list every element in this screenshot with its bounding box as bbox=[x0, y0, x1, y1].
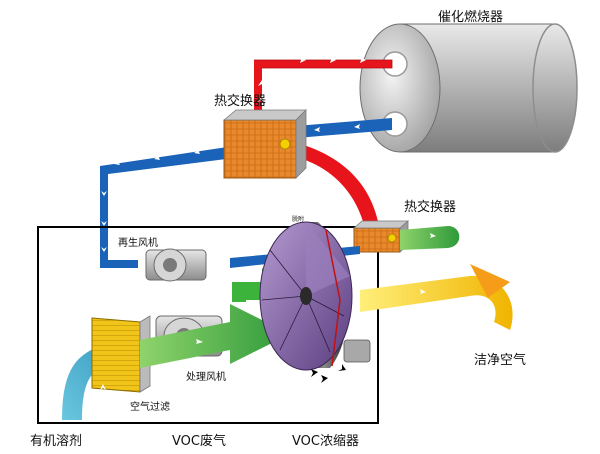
chevron-arrow-icon bbox=[101, 191, 107, 196]
flow-arrows bbox=[100, 57, 436, 390]
hot-gas-duct bbox=[254, 59, 393, 125]
chevron-arrow-icon bbox=[194, 149, 200, 154]
chevron-arrow-icon bbox=[354, 124, 360, 129]
heat-exchanger-top bbox=[222, 109, 307, 179]
cool-gas-duct bbox=[100, 118, 392, 268]
chevron-arrow-icon bbox=[258, 96, 266, 102]
chevron-arrow-icon bbox=[311, 369, 318, 377]
air-filter bbox=[91, 315, 151, 393]
regen-fan bbox=[145, 248, 207, 282]
chevron-arrow-icon bbox=[338, 364, 346, 371]
chevron-arrow-icon bbox=[114, 160, 120, 165]
chevron-arrow-icon bbox=[420, 289, 426, 294]
process-air-arrow bbox=[140, 304, 290, 368]
label-voc-waste-gas: VOC废气 bbox=[172, 434, 226, 449]
label-process-fan: 处理风机 bbox=[186, 372, 226, 383]
chevron-arrow-icon bbox=[314, 127, 320, 132]
chevron-arrow-icon bbox=[321, 375, 328, 383]
chevron-arrow-icon bbox=[258, 80, 266, 86]
label-heat-exchanger-top: 热交换器 bbox=[214, 94, 267, 109]
chevron-arrow-icon bbox=[101, 221, 107, 226]
chevron-arrow-icon bbox=[154, 155, 160, 160]
label-clean-air: 洁净空气 bbox=[474, 353, 527, 368]
label-regen-fan: 再生风机 bbox=[118, 238, 158, 249]
chevron-arrow-icon bbox=[101, 247, 107, 252]
system-enclosure bbox=[37, 226, 379, 424]
label-heat-exchanger-right: 热交换器 bbox=[404, 200, 457, 215]
regen-air-duct-right bbox=[400, 226, 460, 250]
flame-icon bbox=[387, 233, 397, 243]
label-catalytic-burner: 催化燃烧器 bbox=[438, 10, 504, 25]
voc-concentrator-rotor bbox=[259, 221, 371, 371]
flame-icon bbox=[279, 138, 291, 150]
heat-exchanger-right bbox=[352, 220, 410, 253]
rotor-drive-motor bbox=[343, 339, 371, 363]
label-air-filter: 空气过滤 bbox=[130, 402, 170, 413]
chevron-arrow-icon bbox=[300, 57, 306, 63]
label-voc-concentrator: VOC浓缩器 bbox=[292, 434, 359, 449]
chevron-arrow-icon bbox=[100, 384, 106, 390]
catalytic-burner bbox=[359, 23, 578, 153]
rotation-arrows bbox=[311, 364, 346, 383]
chevron-arrow-icon bbox=[430, 233, 436, 238]
chevron-arrow-icon bbox=[360, 57, 366, 63]
clean-air-arrowhead bbox=[470, 264, 510, 298]
label-organic-solvent: 有机溶剂 bbox=[30, 434, 83, 449]
clean-air-duct bbox=[360, 275, 513, 330]
label-desorb-zone: 脱附 bbox=[292, 216, 305, 223]
chevron-arrow-icon bbox=[330, 57, 336, 63]
chevron-arrow-icon bbox=[196, 339, 203, 344]
drive-belt bbox=[325, 229, 341, 367]
